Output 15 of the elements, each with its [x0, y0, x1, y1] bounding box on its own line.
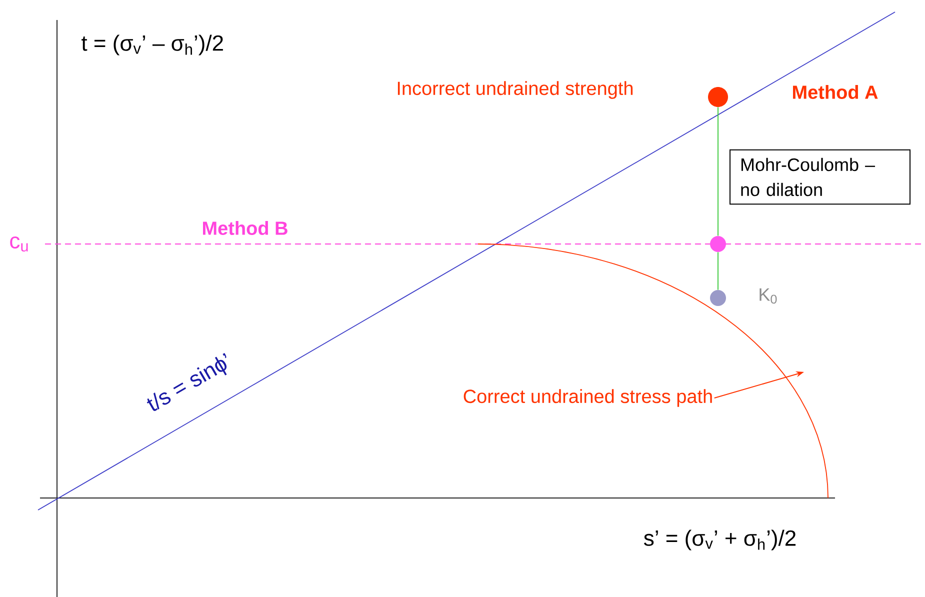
point-label: K$_{0}$ [760, 288, 777, 304]
axis-value-label: c$_{u}$ [10, 236, 28, 252]
annotation-text: Correct undrained stress path [464, 389, 712, 407]
initial-stress-point [710, 290, 726, 306]
strength-point [710, 236, 726, 252]
line-label: t/s = sinϕ’ [146, 352, 227, 411]
method-label: Method B [203, 221, 288, 235]
connector-line [718, 106, 719, 236]
text-box: Mohr-Coulomb – no dilation [730, 149, 911, 205]
failure-point [708, 87, 728, 107]
annotation-text: Incorrect undrained strength [398, 81, 633, 99]
connector-line [718, 252, 719, 290]
method-label: Method A [793, 85, 878, 99]
axis-label: t = (σ$_{v}$’ – σ$_{h}$’)/2 [82, 34, 223, 56]
axis-label: s’ = (σ$_{v}$’ + σ$_{h}$’)/2 [644, 530, 796, 550]
